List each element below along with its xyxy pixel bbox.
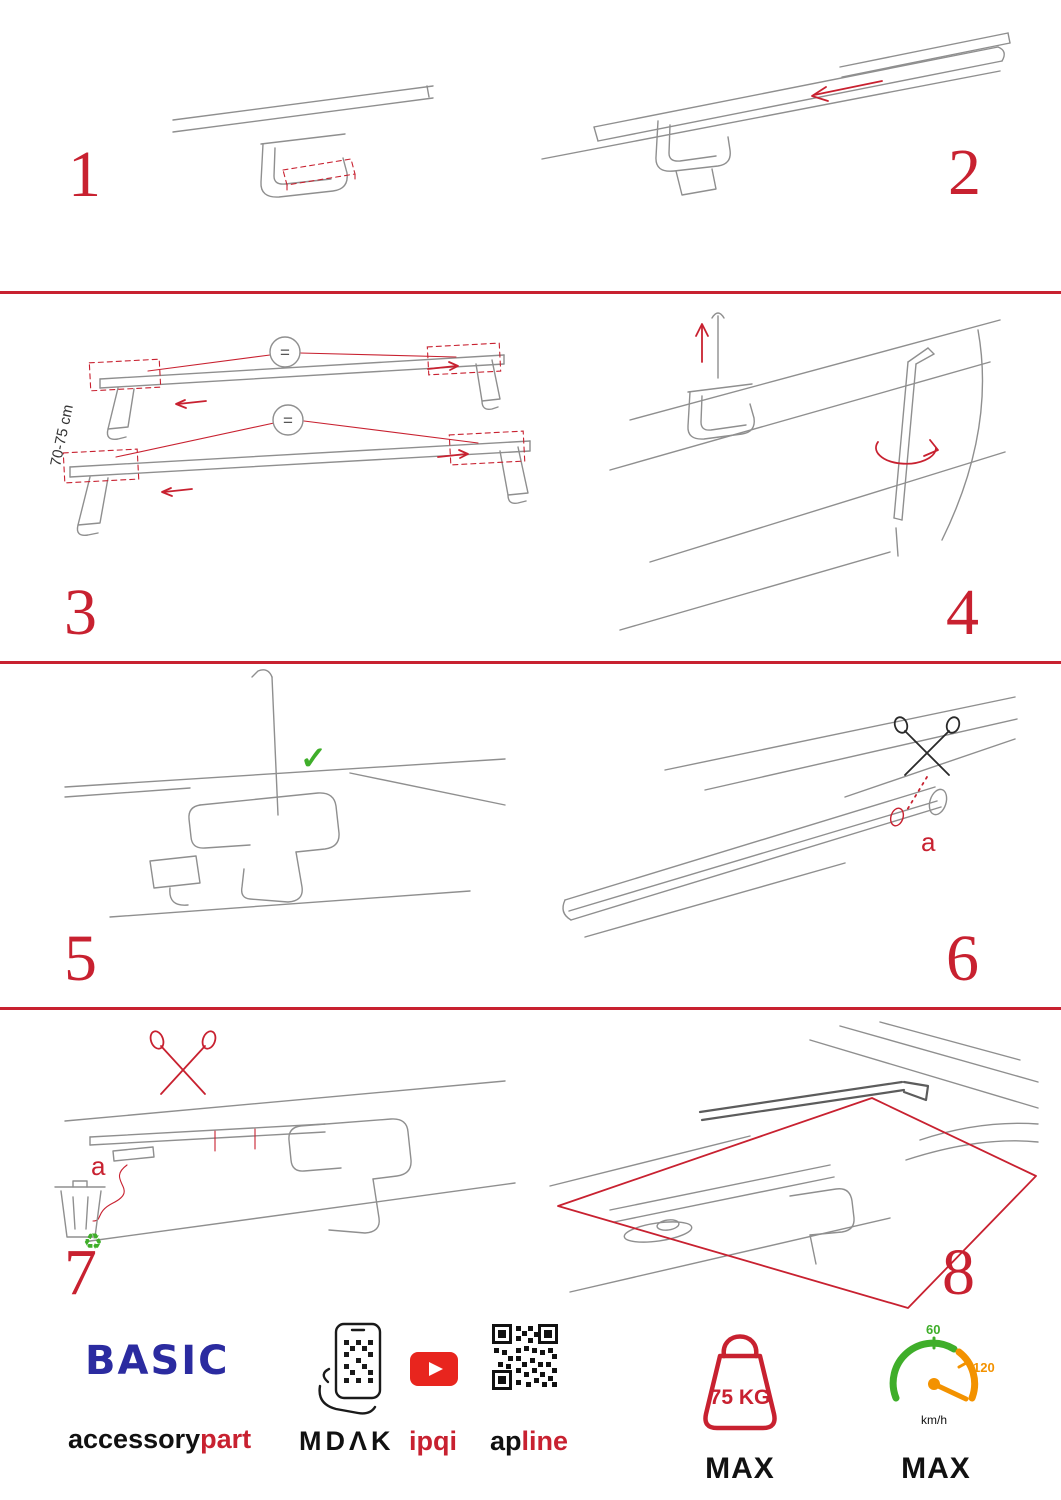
step-2-number: 2 (948, 136, 981, 209)
equal-sign-top: = (280, 343, 290, 362)
trash-icon (54, 1180, 106, 1238)
speed-max-label: MAX (901, 1452, 971, 1485)
step-4-illustration (609, 312, 1006, 631)
step-8-illustration (549, 1021, 1039, 1309)
step-3-number: 3 (64, 576, 97, 649)
brand-mdak: MDΛK (299, 1426, 395, 1456)
insert-and-turn-arrows (695, 323, 939, 465)
cut-label-a: a (921, 827, 936, 857)
check-icon: ✓ (300, 740, 327, 776)
cut-marks-and-cord (92, 1128, 256, 1222)
weight-max-label: MAX (705, 1452, 775, 1485)
youtube-icon (410, 1352, 458, 1386)
slide-arrow (811, 80, 883, 102)
speed-low-label: 60 (926, 1322, 940, 1337)
divider-1 (0, 291, 1061, 294)
step-8-number: 8 (942, 1236, 975, 1309)
speed-high-label: 120 (973, 1360, 995, 1375)
check-area-outline (557, 1097, 1037, 1309)
step-3-illustration: = = 70-75 cm (47, 336, 531, 536)
equal-sign-bottom: = (283, 411, 293, 430)
brand-apline: apline (490, 1426, 568, 1457)
step-4-number: 4 (946, 576, 979, 649)
speedometer-icon: 60 120 km/h (889, 1322, 995, 1427)
equal-circle-bottom (272, 404, 304, 436)
weight-value: 75 KG (710, 1386, 771, 1409)
weight-icon: 75 KG (703, 1334, 777, 1431)
cut-label-a: a (91, 1151, 106, 1181)
step-5-number: 5 (64, 922, 97, 995)
step-1-illustration (172, 85, 434, 198)
recycle-icon: ♻ (83, 1229, 103, 1254)
step-2-illustration (541, 32, 1011, 196)
step-5-illustration: ✓ (64, 669, 506, 918)
measure-guides (62, 342, 526, 484)
step-6-illustration: a (562, 696, 1018, 938)
step-7-number: 7 (64, 1236, 97, 1309)
qr-code-icon (492, 1324, 558, 1390)
brand-basic: BASIC (85, 1338, 230, 1384)
rubber-pad-outline (282, 158, 356, 195)
equal-circle-top (269, 336, 301, 368)
divider-3 (0, 1007, 1061, 1010)
brand-accessory-red: part (200, 1424, 252, 1454)
speed-unit-label: km/h (921, 1413, 947, 1427)
scissors-icon-red (149, 1030, 217, 1095)
phone-qr-icon (318, 1322, 382, 1415)
scissors-icon (893, 716, 961, 776)
step-1-number: 1 (68, 138, 101, 211)
brand-ap-black: ap (490, 1426, 522, 1456)
divider-2 (0, 661, 1061, 664)
brand-accessory-black: accessory (68, 1424, 201, 1454)
brand-line-red: line (521, 1426, 569, 1456)
brand-accessorypart: accessorypart (68, 1424, 251, 1455)
brand-ipqi: ipqi (409, 1426, 457, 1456)
step-6-number: 6 (946, 922, 979, 995)
adjust-arrows (161, 361, 469, 497)
cut-mark (889, 776, 928, 827)
measurement-label: 70-75 cm (47, 403, 77, 468)
step-7-illustration: a ♻ (54, 1030, 516, 1254)
